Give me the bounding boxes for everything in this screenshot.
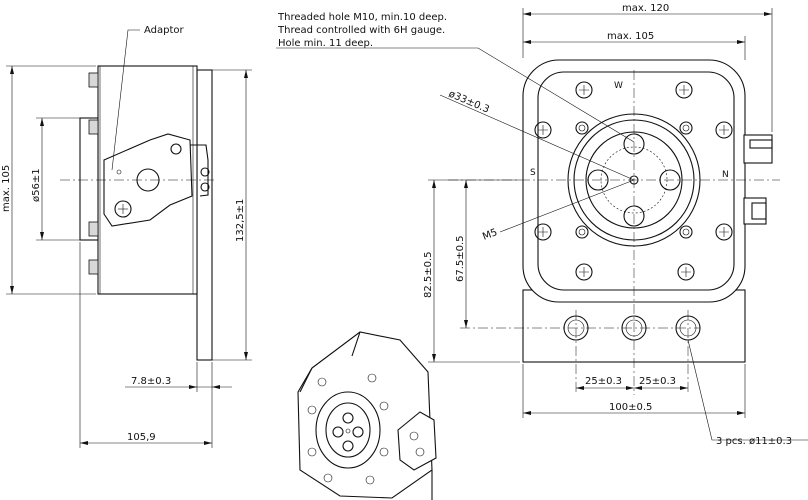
dim-max105-top (523, 36, 746, 60)
side-bolt-1 (88, 72, 99, 88)
adaptor-small-screw (170, 143, 182, 155)
label-max120: max. 120 (622, 3, 669, 14)
side-bolt-4 (88, 259, 99, 275)
iso-hub-inner (325, 402, 371, 458)
front-view (448, 59, 780, 395)
dim-d132 (212, 69, 252, 361)
dim-d33-leader (439, 94, 635, 181)
side-view (60, 29, 215, 361)
label-max105-left: max. 105 (1, 165, 12, 212)
label-dir-w: W (614, 81, 623, 91)
label-d25-a: 25±0.3 (585, 376, 622, 387)
dim-max105-left (6, 65, 96, 295)
side-flange (79, 117, 99, 241)
holes-leader (687, 339, 808, 441)
label-holes: 3 pcs. ø11±0.3 (716, 436, 792, 447)
side-mounting-plate (196, 69, 213, 361)
label-d33: ø33±0.3 (447, 89, 491, 116)
label-dir-n: N (722, 170, 729, 180)
iso-latch (397, 411, 437, 471)
label-d132: 132,5±1 (235, 199, 246, 242)
label-adaptor: Adaptor (144, 25, 185, 36)
side-latch (190, 144, 209, 197)
dim-d82-5 (428, 179, 520, 363)
iso-view (297, 331, 437, 500)
dim-d56 (36, 117, 80, 241)
label-d100: 100±0.5 (609, 402, 652, 413)
dim-d7-8 (125, 362, 232, 392)
label-dir-s: S (530, 168, 536, 178)
side-bolt-2 (88, 119, 99, 135)
dim-d100 (522, 364, 746, 418)
front-latch-top (743, 134, 773, 164)
front-body-inner (537, 71, 735, 291)
adaptor-screw (114, 200, 132, 218)
note-line-3: Hole min. 11 deep. (278, 38, 373, 49)
dim-d105-9 (79, 242, 213, 448)
note-line-2: Thread controlled with 6H gauge. (277, 25, 445, 36)
label-d56: ø56±1 (31, 168, 42, 202)
adaptor-plate (103, 133, 193, 227)
label-d25-b: 25±0.3 (639, 376, 676, 387)
side-bolt-3 (88, 221, 99, 237)
dim-d67-5 (464, 180, 468, 328)
dim-max120 (522, 8, 773, 132)
note-leader (276, 47, 635, 143)
front-latch-bottom (743, 197, 767, 225)
label-d105-9: 105,9 (127, 432, 156, 443)
label-d67-5: 67.5±0.5 (455, 235, 466, 282)
front-bolts (534, 81, 733, 281)
label-d82-5: 82.5±0.5 (423, 251, 434, 298)
label-d7-8: 7.8±0.3 (131, 376, 171, 387)
dim-d25 (576, 386, 688, 390)
label-max105-top: max. 105 (607, 31, 654, 42)
dim-m5-leader (499, 179, 635, 233)
note-line-1: Threaded hole M10, min.10 deep. (277, 12, 447, 23)
label-m5: M5 (481, 227, 499, 243)
